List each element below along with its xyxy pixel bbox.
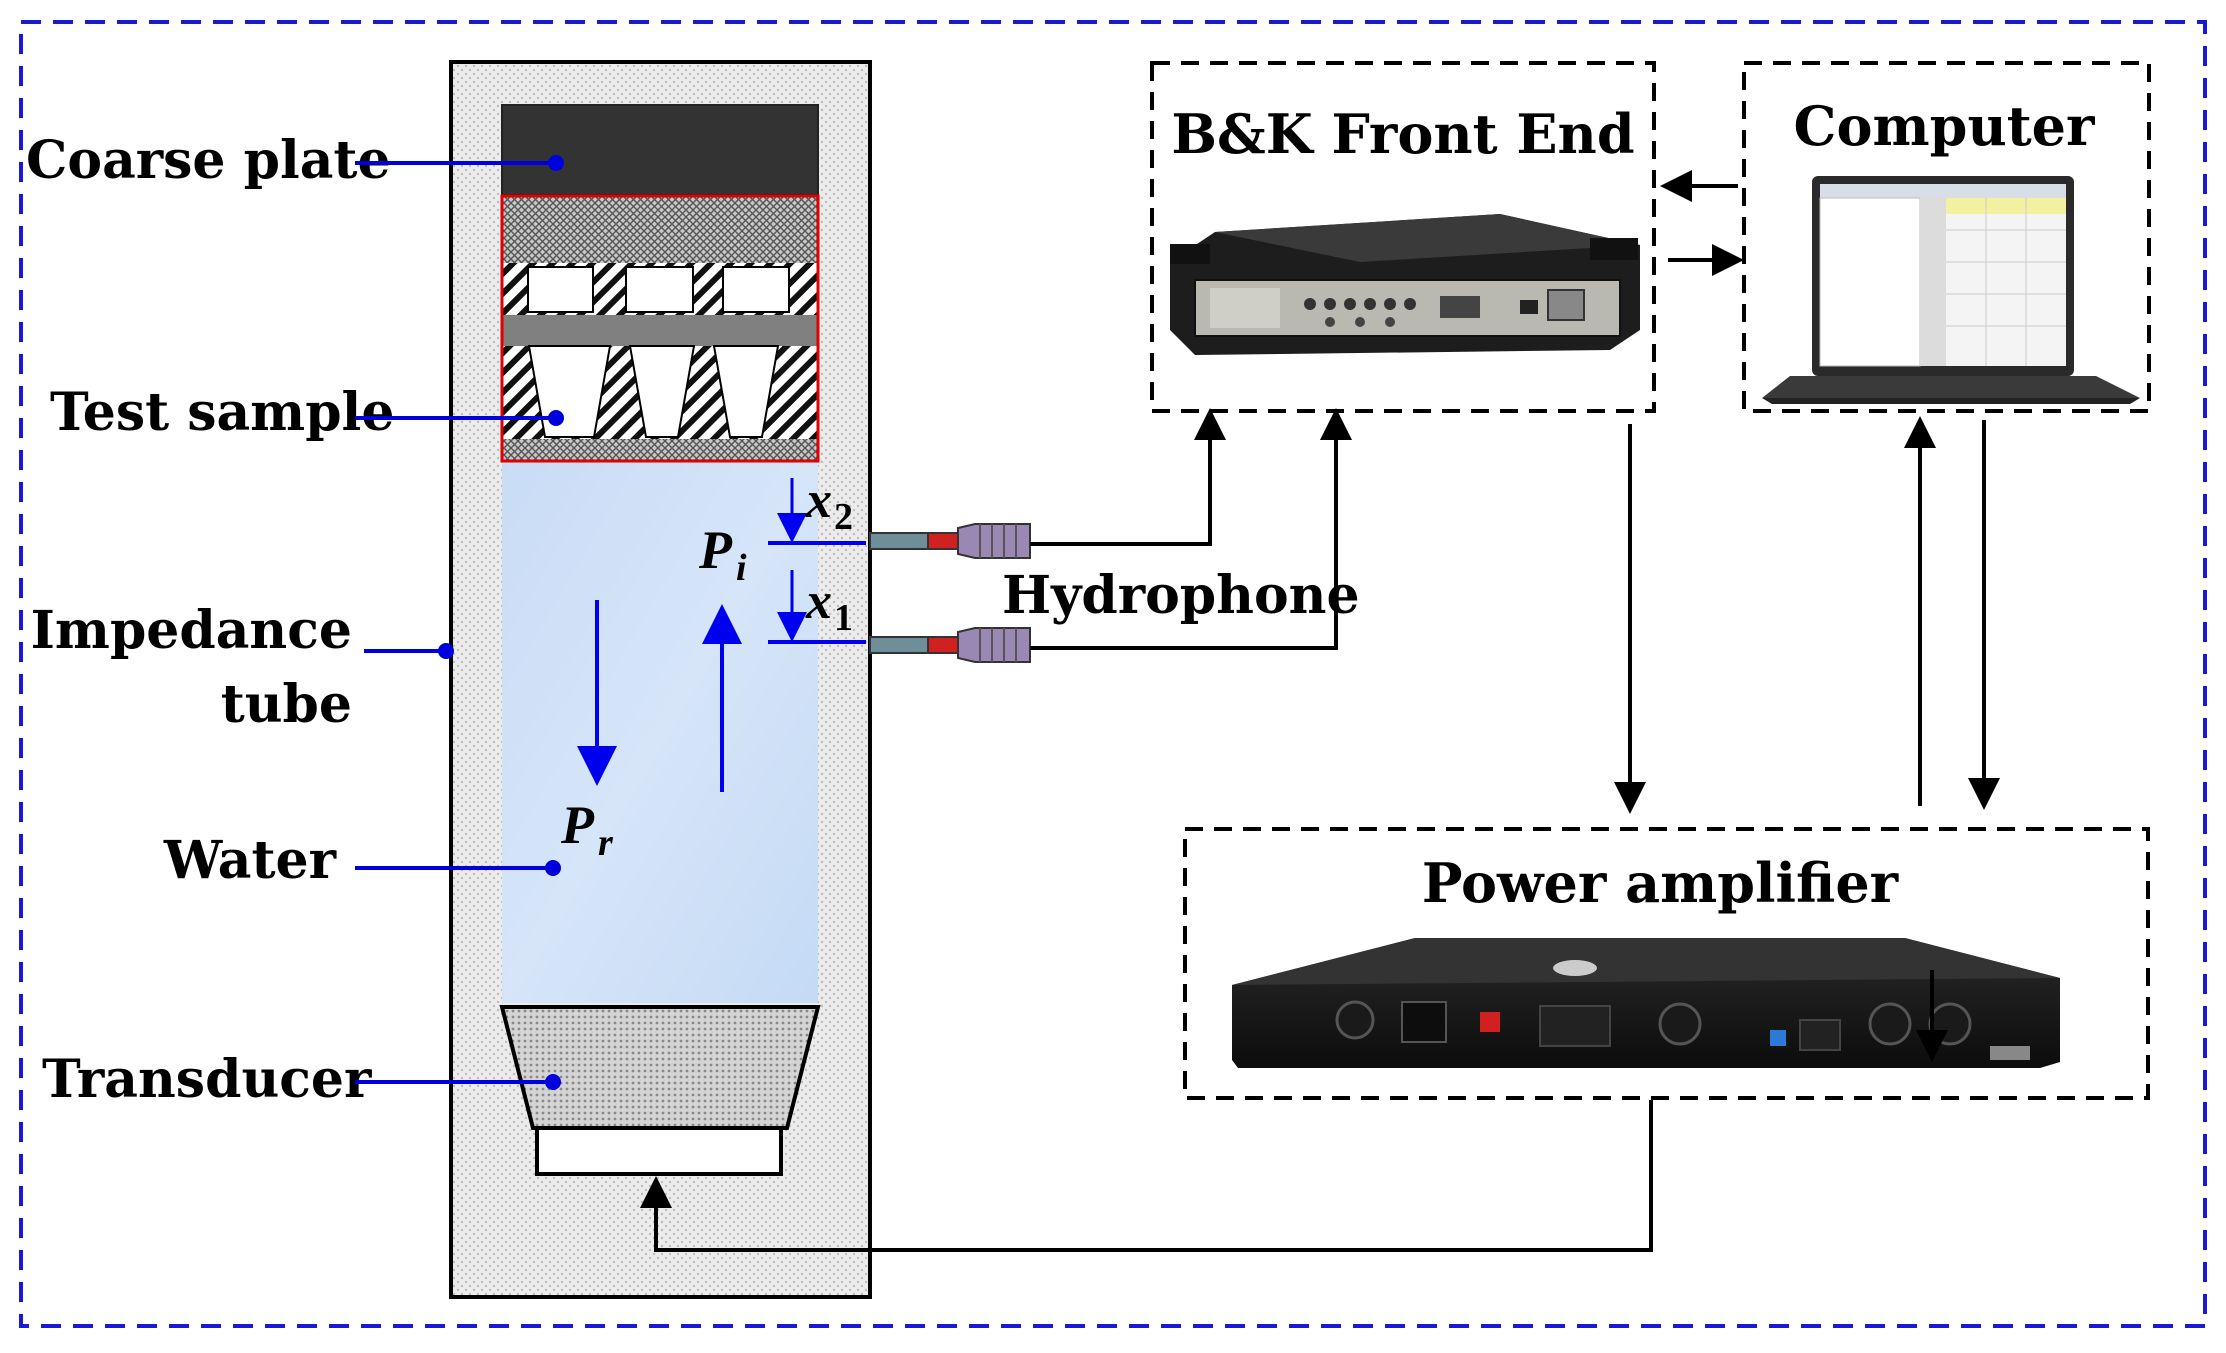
label-hydrophone: Hydrophone bbox=[1002, 565, 1360, 626]
impedance-tube bbox=[449, 60, 872, 1299]
hydrophone-lower bbox=[869, 627, 1031, 663]
laptop bbox=[1762, 176, 2140, 404]
test-sample bbox=[500, 194, 820, 463]
front-end-device bbox=[1170, 214, 1640, 355]
label-power-amplifier: Power amplifier bbox=[1422, 851, 1899, 915]
outer-frame bbox=[19, 20, 2207, 1328]
transducer bbox=[499, 1005, 821, 1176]
label-impedance: Impedance bbox=[31, 600, 352, 661]
label-computer: Computer bbox=[1794, 94, 2095, 158]
front-end-box: B&K Front End bbox=[1150, 61, 1656, 413]
hydrophone-upper bbox=[869, 523, 1031, 559]
coarse-plate bbox=[501, 104, 819, 196]
x1-symbol: x1 bbox=[805, 573, 853, 639]
computer-box: Computer bbox=[1742, 61, 2151, 413]
label-water: Water bbox=[163, 830, 337, 891]
power-amplifier-box: Power amplifier bbox=[1183, 827, 2150, 1100]
label-transducer: Transducer bbox=[42, 1049, 372, 1110]
water-column bbox=[502, 461, 818, 1003]
label-coarse-plate: Coarse plate bbox=[26, 130, 391, 191]
label-tube: tube bbox=[221, 674, 352, 735]
amplifier-device bbox=[1232, 938, 2060, 1068]
label-test-sample: Test sample bbox=[50, 382, 394, 443]
x2-symbol: x2 bbox=[805, 472, 853, 538]
label-front-end: B&K Front End bbox=[1171, 102, 1634, 166]
